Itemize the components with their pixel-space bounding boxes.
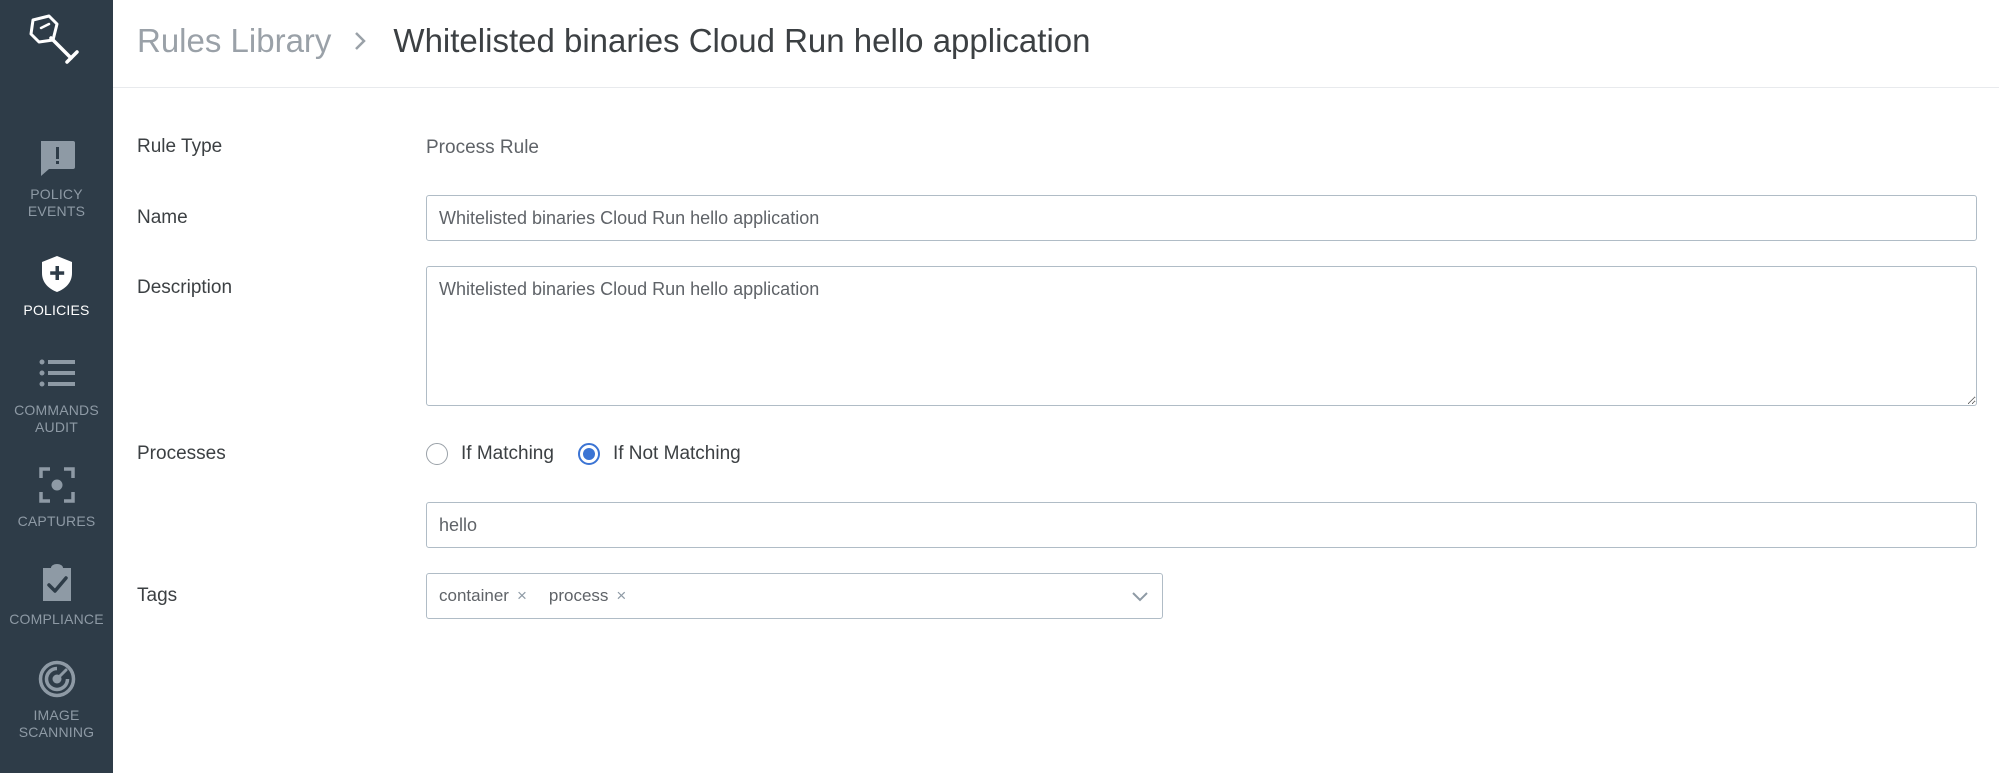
sidebar-item-label: POLICIES (23, 302, 90, 318)
breadcrumb: Rules Library Whitelisted binaries Cloud… (137, 20, 1090, 62)
shield-plus-icon (41, 256, 72, 292)
sidebar-item-label: POLICY EVENTS (27, 186, 86, 219)
if-matching-radio[interactable]: If Matching (426, 443, 554, 465)
tag-remove-icon[interactable]: × (516, 586, 527, 605)
clipboard-check-icon (42, 564, 71, 601)
rule-type-value: Process Rule (426, 137, 539, 158)
capture-focus-icon (38, 467, 75, 503)
sidebar: POLICY EVENTS POLICIES COMMANDS AUDIT (0, 0, 113, 773)
sidebar-item-policies[interactable]: POLICIES (0, 254, 113, 319)
page-title: Whitelisted binaries Cloud Run hello app… (393, 22, 1091, 59)
processes-input[interactable] (426, 502, 1977, 548)
tag-label: container (439, 586, 509, 605)
breadcrumb-rules-library-link[interactable]: Rules Library (137, 22, 332, 59)
tags-select[interactable]: container × process × (426, 573, 1163, 619)
tags-label: Tags (137, 585, 178, 606)
sidebar-item-label: COMPLIANCE (9, 611, 104, 627)
chevron-right-icon (355, 32, 367, 50)
page-header: Rules Library Whitelisted binaries Cloud… (113, 0, 1999, 88)
shovel-logo-icon[interactable] (27, 12, 83, 68)
list-icon (39, 359, 75, 387)
radar-icon (38, 660, 75, 698)
sidebar-item-compliance[interactable]: COMPLIANCE (0, 563, 113, 628)
tag-label: process (548, 586, 609, 605)
radio-checked-icon (577, 443, 600, 465)
sidebar-item-commands-audit[interactable]: COMMANDS AUDIT (0, 354, 113, 436)
tag-remove-icon[interactable]: × (616, 586, 627, 605)
name-label: Name (137, 207, 188, 228)
radio-unchecked-icon (426, 443, 448, 465)
sidebar-item-captures[interactable]: CAPTURES (0, 465, 113, 530)
sidebar-item-label: IMAGE SCANNING (18, 707, 95, 740)
if-matching-label: If Matching (461, 443, 554, 464)
chevron-down-icon[interactable] (1128, 585, 1152, 609)
if-not-matching-radio[interactable]: If Not Matching (577, 443, 741, 465)
description-label: Description (137, 277, 233, 298)
processes-label: Processes (137, 443, 226, 464)
processes-match-radio-group: If Matching If Not Matching (426, 441, 765, 467)
if-not-matching-label: If Not Matching (612, 443, 741, 464)
tag-chip: process × (549, 586, 626, 606)
alert-message-icon (40, 141, 75, 176)
sidebar-item-policy-events[interactable]: POLICY EVENTS (0, 138, 113, 220)
tag-chip: container × (439, 586, 527, 606)
name-input[interactable] (426, 195, 1977, 241)
sidebar-item-image-scanning[interactable]: IMAGE SCANNING (0, 659, 113, 741)
sidebar-item-label: COMMANDS AUDIT (14, 402, 99, 435)
sidebar-item-label: CAPTURES (17, 513, 96, 529)
description-textarea[interactable]: Whitelisted binaries Cloud Run hello app… (426, 266, 1977, 406)
rule-type-label: Rule Type (137, 136, 223, 157)
